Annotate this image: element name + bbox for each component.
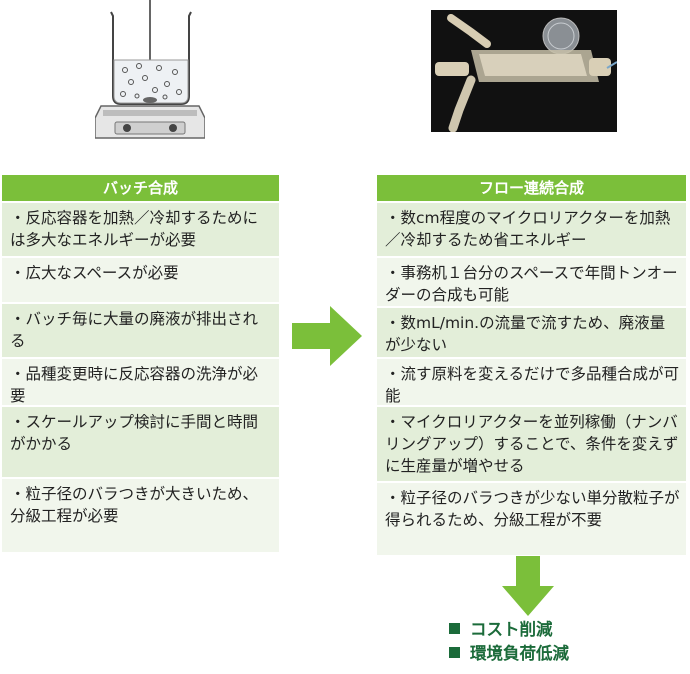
flow-synthesis-panel: フロー連続合成 ・数cm程度のマイクロリアクターを加熱／冷却するため省エネルギー… [377,175,686,557]
benefit-label: 環境負荷低減 [470,644,569,663]
microreactor-photo [431,10,617,132]
flow-item: ・事務机１台分のスペースで年間トンオーダーの合成も可能 [377,258,686,308]
flow-panel-title: フロー連続合成 [377,175,686,203]
batch-item: ・反応容器を加熱／冷却するためには多大なエネルギーが必要 [2,203,279,258]
flow-item: ・数mL/min.の流量で流すため、廃液量が少ない [377,308,686,359]
arrow-down-icon [502,556,554,616]
flow-item: ・粒子径のバラつきが少ない単分散粒子が得られるため、分級工程が不要 [377,483,686,557]
batch-item: ・粒子径のバラつきが大きいため、分級工程が必要 [2,479,279,554]
square-bullet-icon [449,646,460,658]
flow-item: ・数cm程度のマイクロリアクターを加熱／冷却するため省エネルギー [377,203,686,258]
batch-item: ・品種変更時に反応容器の洗浄が必要 [2,359,279,407]
batch-item: ・スケールアップ検討に手間と時間がかかる [2,407,279,479]
benefit-label: コスト削減 [470,620,553,639]
batch-item: ・バッチ毎に大量の廃液が排出される [2,304,279,359]
benefit-item: コスト削減 [449,616,553,640]
batch-synthesis-panel: バッチ合成 ・反応容器を加熱／冷却するためには多大なエネルギーが必要 ・広大なス… [2,175,279,554]
arrow-right-icon [292,306,362,366]
batch-item: ・広大なスペースが必要 [2,258,279,304]
square-bullet-icon [449,622,460,634]
beaker-on-stirrer-illustration [95,0,205,139]
flow-item: ・流す原料を変えるだけで多品種合成が可能 [377,359,686,407]
benefit-item: 環境負荷低減 [449,640,569,664]
batch-panel-title: バッチ合成 [2,175,279,203]
flow-item: ・マイクロリアクターを並列稼働（ナンバリングアップ）することで、条件を変えずに生… [377,407,686,483]
